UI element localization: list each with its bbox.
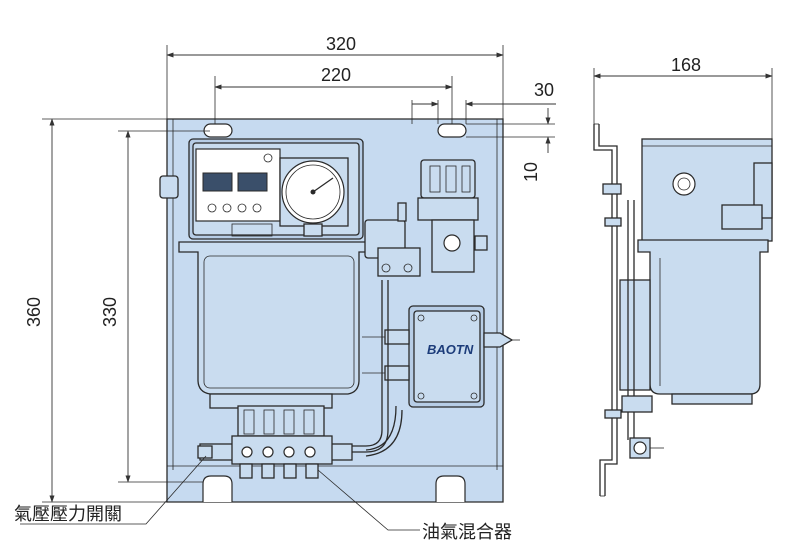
callouts: 氣壓壓力開關 油氣混合器 bbox=[14, 455, 512, 543]
dim-side-depth: 168 bbox=[671, 55, 701, 75]
dim-mount-height: 330 bbox=[100, 297, 120, 327]
oil-tubing bbox=[346, 280, 403, 457]
dim-hole-offset: 30 bbox=[534, 80, 554, 100]
pressure-gauge-icon bbox=[279, 157, 349, 237]
dimension-lines: 320 220 30 10 360 330 168 bbox=[24, 34, 773, 503]
dim-hole-height: 10 bbox=[521, 162, 541, 182]
brand-label: BAOTN bbox=[427, 342, 474, 357]
top-mount-holes bbox=[203, 123, 467, 138]
front-view: BAOTN bbox=[159, 118, 520, 503]
callout-air-oil-mixer: 油氣混合器 bbox=[422, 522, 512, 543]
bottom-mount-slots bbox=[202, 475, 466, 502]
oil-reservoir bbox=[178, 241, 369, 395]
side-view bbox=[593, 123, 773, 497]
top-fittings bbox=[364, 202, 421, 277]
distributor-manifold bbox=[197, 435, 353, 479]
air-oil-controller-box: BAOTN bbox=[384, 305, 520, 408]
dim-overall-width: 320 bbox=[326, 34, 356, 54]
solenoid-valve bbox=[417, 159, 488, 273]
pump-head bbox=[159, 138, 364, 240]
dim-mount-width: 220 bbox=[321, 65, 351, 85]
callout-pressure-switch: 氣壓壓力開關 bbox=[14, 504, 122, 525]
pump-outlet-block bbox=[209, 393, 333, 437]
dim-overall-height: 360 bbox=[24, 297, 44, 327]
